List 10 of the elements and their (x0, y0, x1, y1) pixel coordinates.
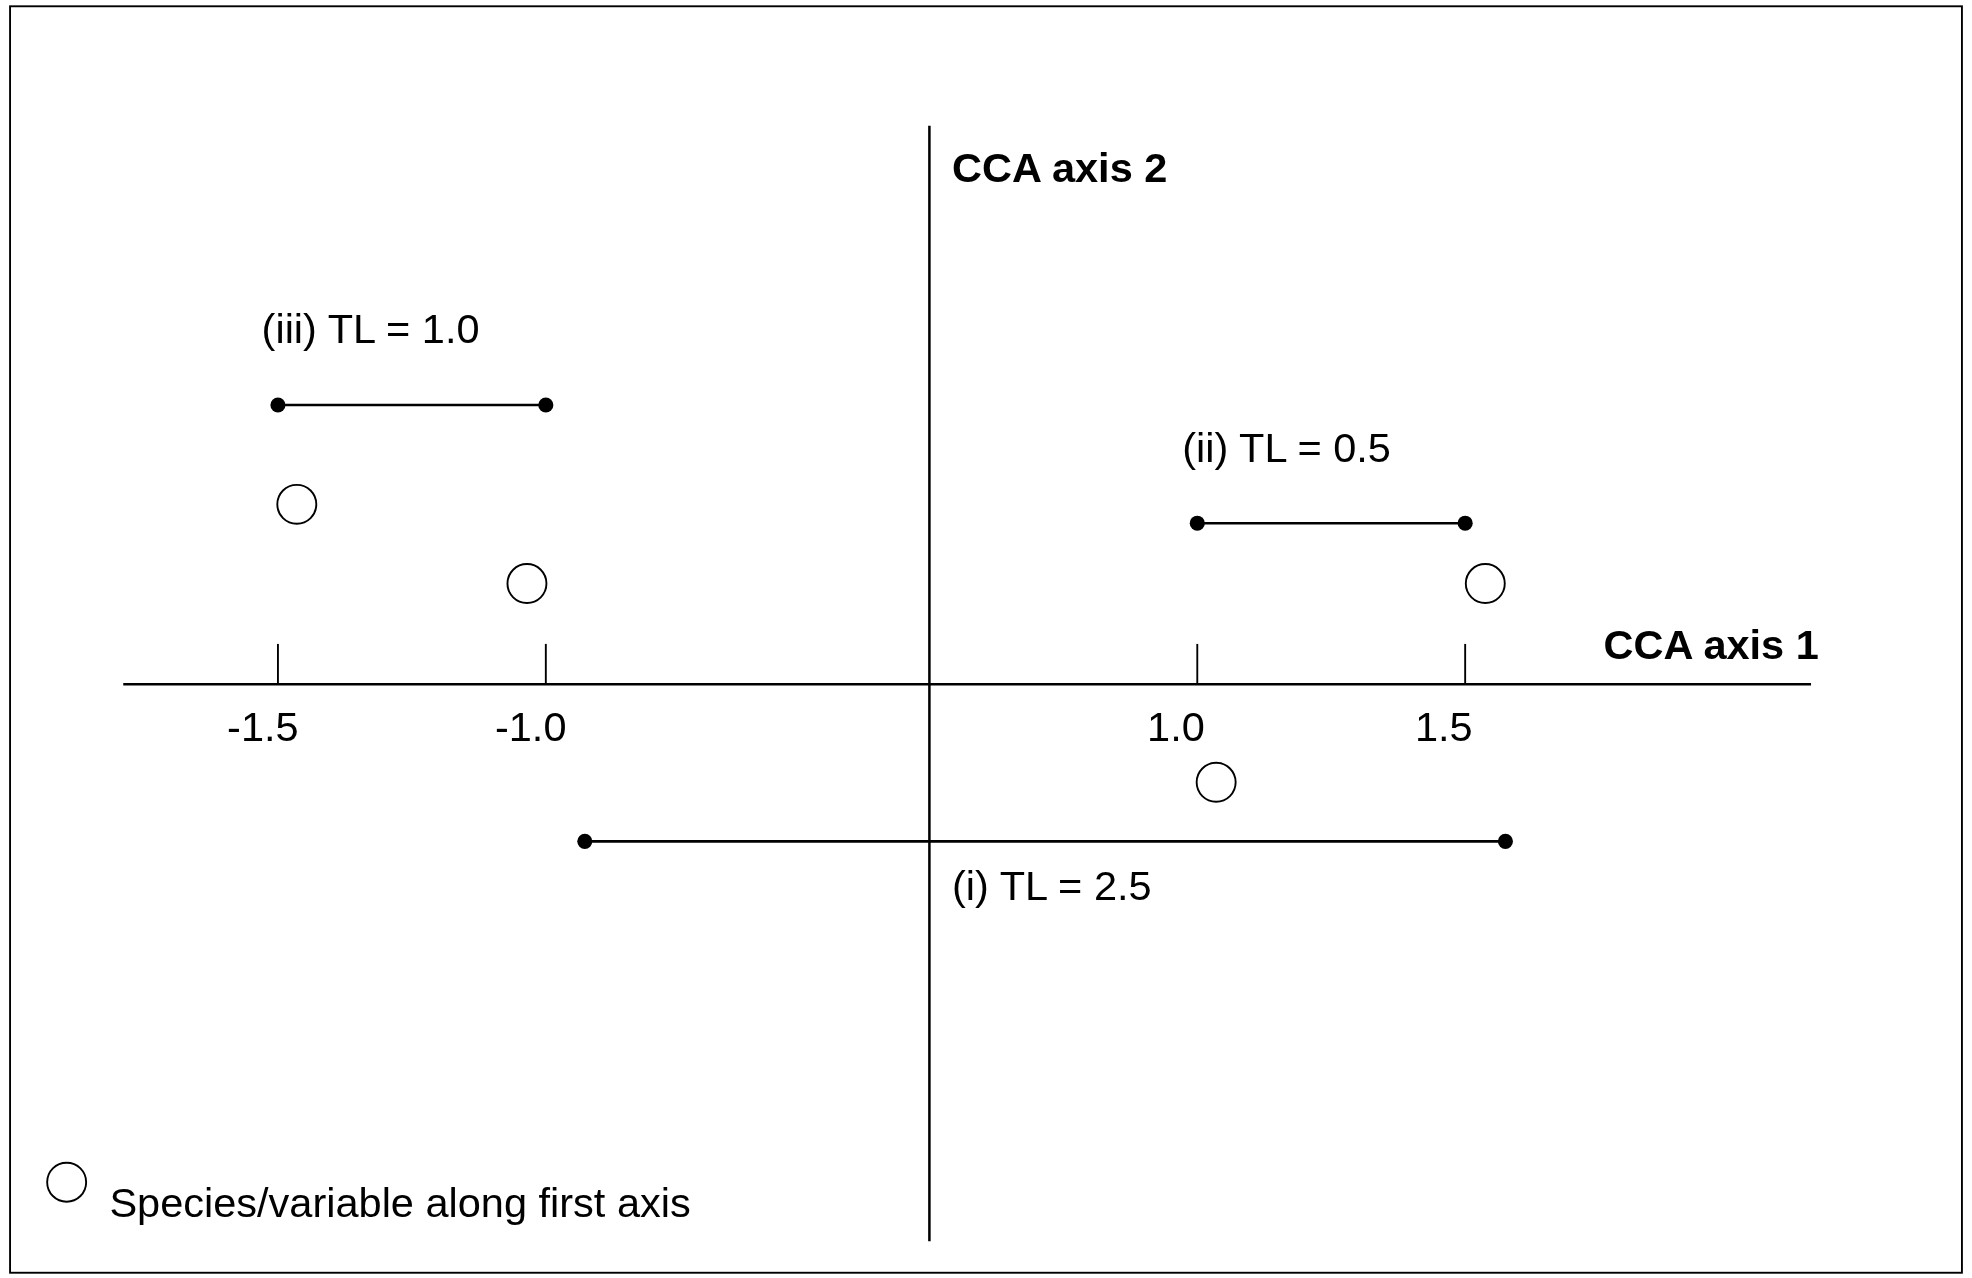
tolerance-label: (iii) TL = 1.0 (261, 308, 480, 350)
tick-label: -1.0 (494, 705, 567, 748)
tick-label: -1.5 (227, 705, 299, 748)
tick-label: 1.0 (1147, 705, 1205, 748)
axis-title: CCA axis 1 (1603, 623, 1819, 666)
tolerance-label: (i) TL = 2.5 (952, 865, 1152, 907)
tolerance-label: (ii) TL = 0.5 (1182, 426, 1391, 468)
axis-title: CCA axis 2 (952, 147, 1168, 189)
tick-label: 1.5 (1414, 705, 1473, 748)
legend-label: Species/variable along first axis (109, 1182, 691, 1224)
